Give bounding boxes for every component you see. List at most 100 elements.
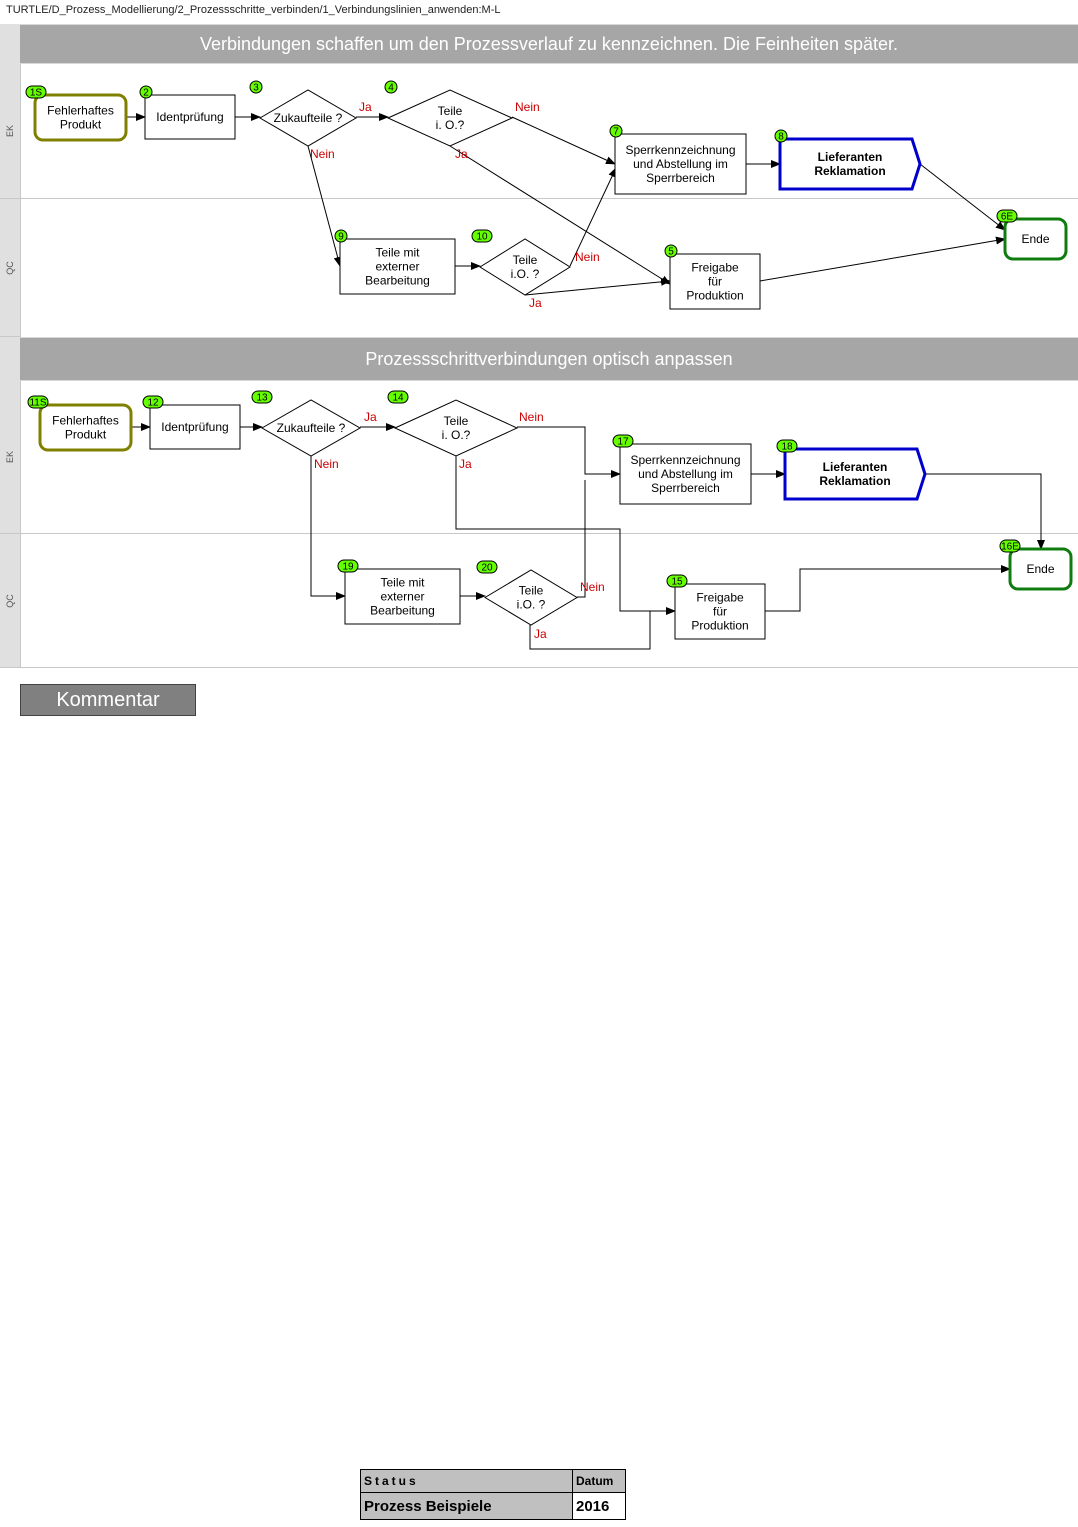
step-number-badge <box>387 390 409 404</box>
node-3-zukaufteile[interactable]: Zukaufteile ? 3 <box>249 80 357 147</box>
step-number-badge <box>334 229 348 243</box>
branch-label: Ja <box>364 410 377 424</box>
step-number-badge <box>25 85 47 99</box>
node-label: Zukaufteile ? <box>274 111 343 125</box>
node-label: i.O. ? <box>511 267 540 281</box>
step-number: 5 <box>668 247 674 258</box>
node-label: Lieferanten <box>818 150 883 164</box>
lane-divider <box>20 533 1078 534</box>
node-label: Teile <box>513 253 538 267</box>
connector-line <box>569 167 617 267</box>
step-number-badge <box>471 229 493 243</box>
status-table: Status Datum Prozess Beispiele 2016 <box>360 1469 626 1520</box>
lane-label-qc-1: QC <box>0 199 21 337</box>
node-label: Teile <box>519 584 544 598</box>
step-number-badge <box>612 434 634 448</box>
connector-line <box>517 426 621 478</box>
step-number: 19 <box>342 562 354 573</box>
node-label: Fehlerhaftes <box>52 414 119 428</box>
step-number-badge <box>666 574 688 588</box>
step-number: 17 <box>617 437 629 448</box>
step-number-badge <box>664 244 678 258</box>
step-number: 10 <box>476 232 488 243</box>
kommentar-button[interactable]: Kommentar <box>20 684 196 716</box>
step-number: 3 <box>253 83 259 94</box>
node-label: Produkt <box>65 428 107 442</box>
date-value: 2016 <box>572 1492 626 1520</box>
step-number-badge <box>776 439 798 453</box>
node-label: Ende <box>1026 562 1054 576</box>
process-diagram: FehlerhaftesProdukt1SIdentprüfung2Zukauf… <box>25 80 1073 650</box>
node-label: Teile <box>438 104 463 118</box>
node-label: und Abstellung im <box>633 157 728 171</box>
node-label: Sperrbereich <box>646 171 715 185</box>
step-number: 13 <box>256 393 268 404</box>
node-label: und Abstellung im <box>638 467 733 481</box>
branch-label: Nein <box>314 457 339 471</box>
node-label: Produktion <box>686 289 743 303</box>
step-number: 20 <box>481 563 493 574</box>
connector-line <box>765 565 1011 612</box>
step-number: 9 <box>338 232 344 243</box>
node-label: Bearbeitung <box>365 274 430 288</box>
node-label: Freigabe <box>691 261 739 275</box>
node-label: Freigabe <box>696 591 744 605</box>
node-label: für <box>708 275 722 289</box>
branch-label: Ja <box>534 627 547 641</box>
step-number-badge <box>774 129 788 143</box>
step-number: 8 <box>778 132 784 143</box>
step-number-badge <box>27 395 49 409</box>
node-label: Identprüfung <box>161 420 228 434</box>
node-label: für <box>713 605 727 619</box>
branch-label: Nein <box>519 410 544 424</box>
node-label: Produkt <box>60 118 102 132</box>
connector-line <box>529 611 651 650</box>
connector-line <box>925 473 1045 550</box>
node-label: Produktion <box>691 619 748 633</box>
node-label: externer <box>375 260 419 274</box>
node-label: externer <box>380 590 424 604</box>
node-label: Teile <box>444 414 469 428</box>
branch-label: Nein <box>575 250 600 264</box>
node-label: i. O.? <box>436 118 465 132</box>
breadcrumb: TURTLE/D_Prozess_Modellierung/2_Prozesss… <box>6 4 501 16</box>
node-label: Sperrkennzeichnung <box>630 453 740 467</box>
connector-line <box>449 145 671 285</box>
lane-divider <box>20 198 1078 199</box>
node-label: Teile mit <box>375 246 420 260</box>
node-label: Zukaufteile ? <box>277 421 346 435</box>
branch-label: Nein <box>580 580 605 594</box>
date-header: Datum <box>572 1469 626 1493</box>
step-number-badge <box>384 80 398 94</box>
step-number-badge <box>996 209 1018 223</box>
step-number-badge <box>251 390 273 404</box>
status-header: Status <box>360 1469 573 1493</box>
node-label: i. O.? <box>442 428 471 442</box>
node-label: Sperrbereich <box>651 481 720 495</box>
step-number: 11S <box>29 398 46 409</box>
connector-line <box>455 456 676 615</box>
step-number-badge <box>139 85 153 99</box>
node-label: Sperrkennzeichnung <box>625 143 735 157</box>
node-13-zukaufteile[interactable]: Zukaufteile ? 13 <box>251 390 362 457</box>
step-number: 4 <box>388 83 394 94</box>
connector-line <box>310 456 346 600</box>
